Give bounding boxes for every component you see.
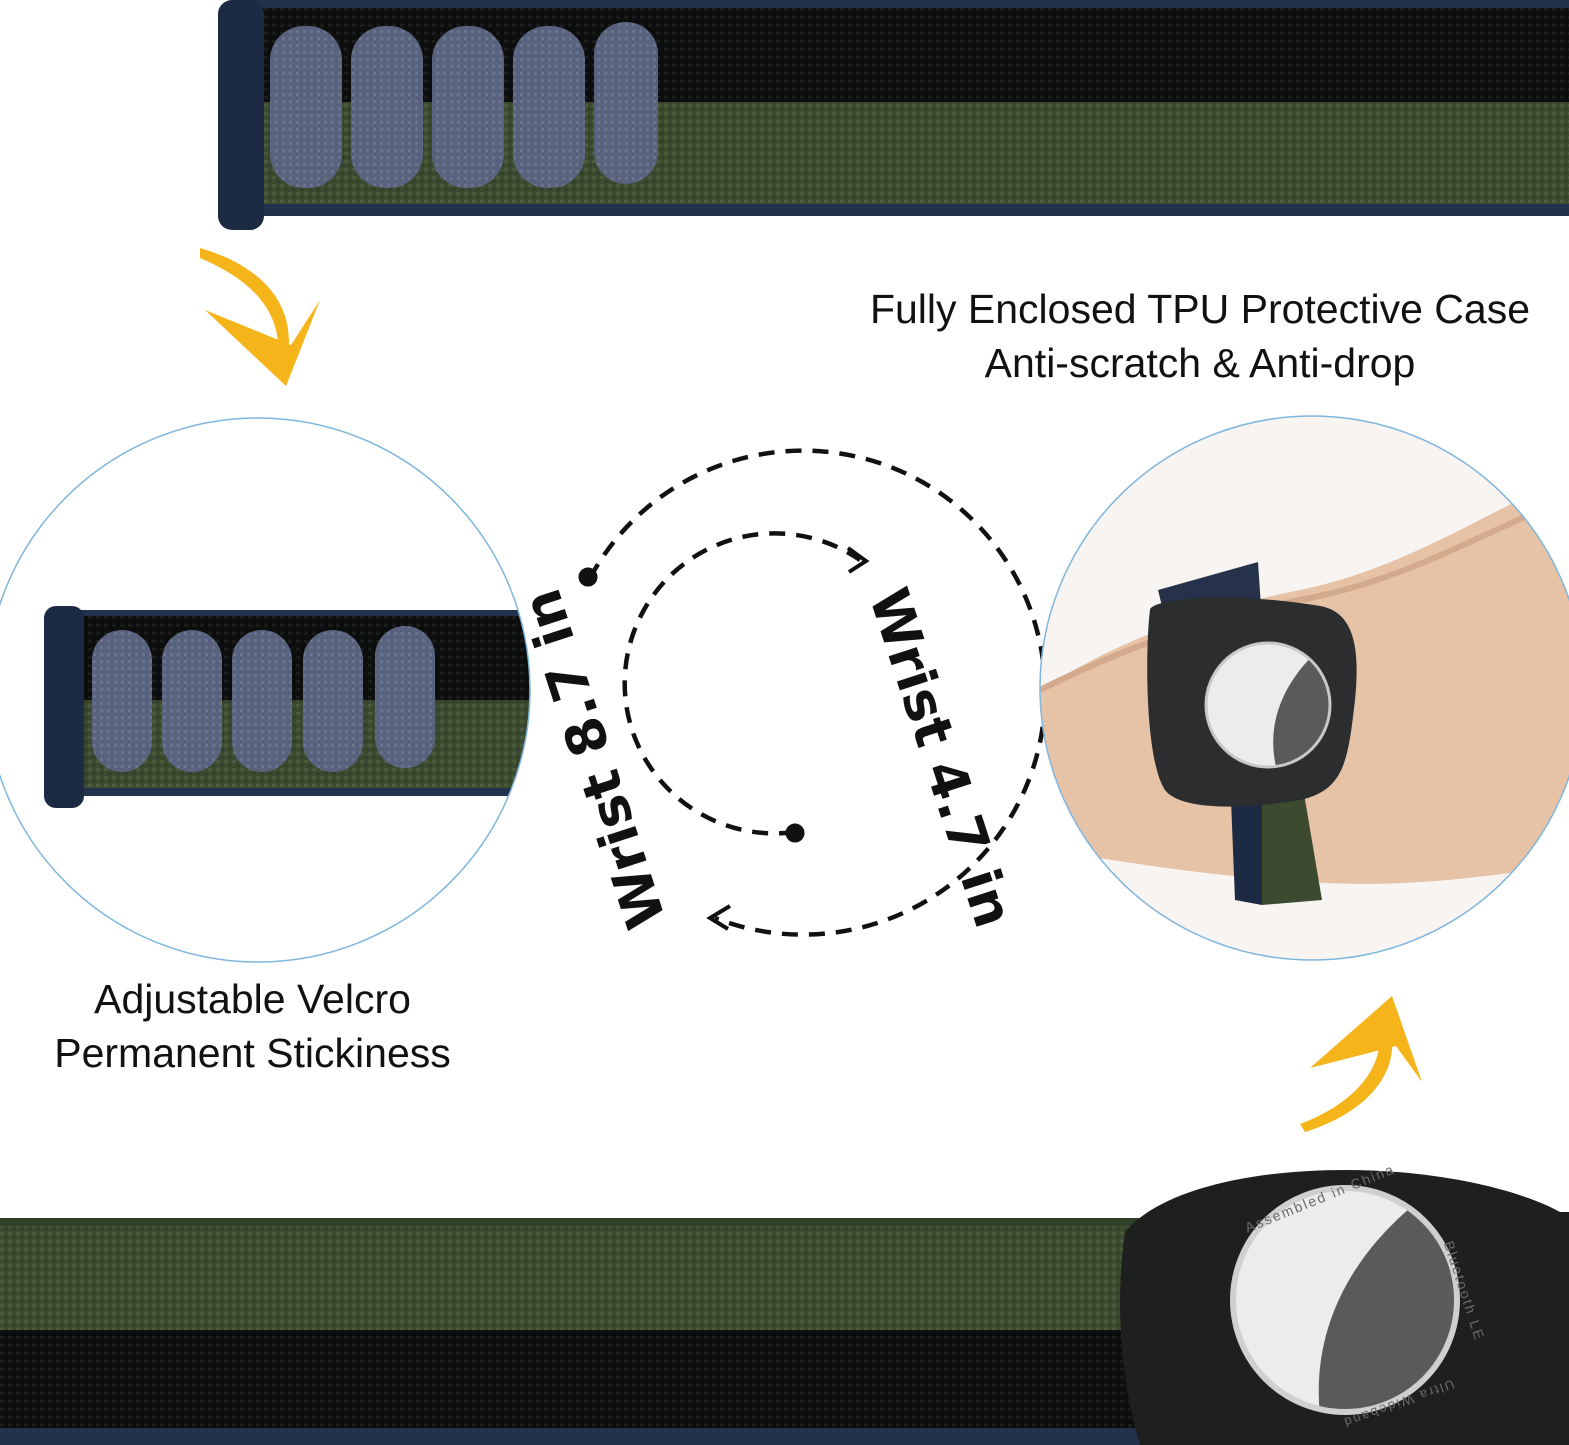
velcro-caption-line-2: Permanent Stickiness <box>54 1030 451 1076</box>
case-caption-line-1: Fully Enclosed TPU Protective Case <box>869 286 1531 332</box>
bottom-strap-image <box>0 1170 1569 1445</box>
curved-arrow-up-icon <box>1300 996 1422 1132</box>
wrist-photo-circle <box>1039 415 1569 961</box>
velcro-caption-line-1: Adjustable Velcro <box>94 976 411 1022</box>
velcro-closeup-circle <box>0 417 531 963</box>
velcro-feature-caption: Adjustable Velcro Permanent Stickiness <box>0 972 505 1080</box>
case-feature-caption: Fully Enclosed TPU Protective Case Anti-… <box>820 282 1569 390</box>
case-caption-line-2: Anti-scratch & Anti-drop <box>984 340 1416 386</box>
curved-arrow-down-icon <box>200 248 320 386</box>
top-strap-image <box>218 0 1569 230</box>
size-cycle-icon <box>588 448 1048 937</box>
size-cycle-markers <box>578 546 870 931</box>
